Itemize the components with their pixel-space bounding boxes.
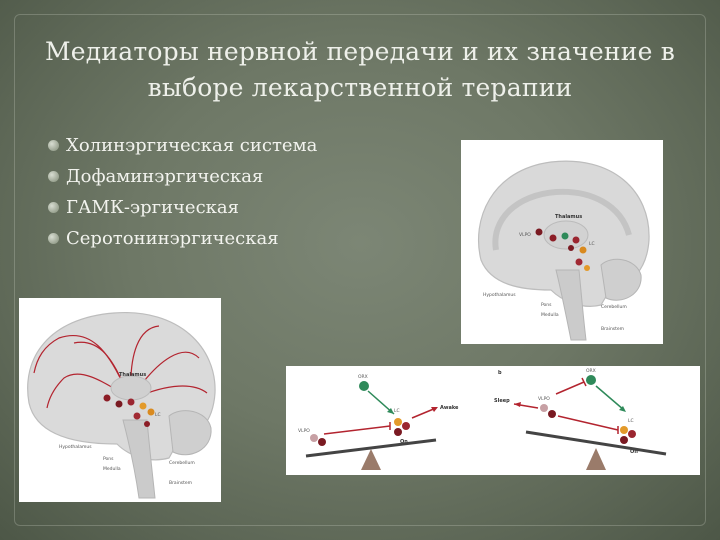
bullet-icon bbox=[48, 202, 59, 213]
seesaw-beam bbox=[525, 430, 667, 456]
brain-pathways-diagram: Thalamus LC Hypothalamus Pons Medulla Ce… bbox=[27, 312, 216, 499]
nucleus-dot bbox=[572, 236, 580, 244]
inhibitory-bar bbox=[581, 377, 587, 387]
label-cerebellum: Cerebellum bbox=[169, 460, 195, 466]
inhibitory-line bbox=[323, 425, 391, 435]
nucleus-dot bbox=[584, 265, 590, 271]
pathway-line bbox=[46, 373, 130, 409]
label-brainstem: Brainstem bbox=[169, 480, 192, 486]
seesaw-beam bbox=[305, 438, 437, 458]
cerebellum-shape bbox=[600, 258, 642, 301]
flip-flop-diagram: ORX LC Awake VLPO On b ORX bbox=[298, 368, 667, 470]
pathway-line bbox=[33, 334, 130, 399]
bullet-icon bbox=[48, 171, 59, 182]
seesaw-fulcrum bbox=[586, 448, 606, 470]
seesaw-fulcrum bbox=[361, 449, 381, 470]
bullet-item: Серотонинэргическая bbox=[48, 223, 428, 254]
panel-b-letter: b bbox=[498, 370, 502, 376]
neuron-dot bbox=[540, 404, 548, 412]
brainstem-shape bbox=[555, 269, 587, 341]
arrow-head bbox=[514, 402, 521, 407]
neuron-dot bbox=[620, 436, 628, 444]
title-line-2: выборе лекарственной терапии bbox=[147, 73, 573, 102]
label-lc: LC bbox=[628, 418, 634, 424]
arrow-head bbox=[431, 407, 438, 412]
orx-neuron bbox=[359, 381, 369, 391]
label-brainstem: Brainstem bbox=[601, 326, 624, 332]
thalamus-shape bbox=[110, 375, 152, 401]
nucleus-dot bbox=[549, 234, 557, 242]
neuron-dot bbox=[394, 428, 402, 436]
label-awake: Awake bbox=[440, 405, 459, 411]
label-vlpo: VLPO bbox=[519, 232, 531, 238]
label-hypothalamus: Hypothalamus bbox=[59, 444, 92, 450]
neuron-dot bbox=[394, 418, 402, 426]
neuron-dot bbox=[402, 422, 410, 430]
bullet-item: ГАМК-эргическая bbox=[48, 192, 428, 223]
awake-arrow bbox=[411, 407, 437, 419]
label-pons: Pons bbox=[103, 456, 114, 462]
inhibitory-line bbox=[555, 381, 585, 395]
nucleus-dot bbox=[127, 398, 135, 406]
label-lc: LC bbox=[589, 241, 595, 247]
label-orx: ORX bbox=[586, 368, 596, 374]
cerebellum-shape bbox=[168, 410, 212, 456]
label-pons: Pons bbox=[541, 302, 552, 308]
label-hypothalamus: Hypothalamus bbox=[483, 292, 516, 298]
bullet-text: Дофаминэргическая bbox=[66, 166, 264, 187]
neuron-dot bbox=[310, 434, 318, 442]
corpus-callosum bbox=[492, 188, 632, 251]
orx-neuron bbox=[586, 375, 596, 385]
slide-title: Медиаторы нервной передачи и их значение… bbox=[30, 34, 690, 106]
bullet-icon bbox=[48, 140, 59, 151]
label-off: Off bbox=[630, 449, 639, 455]
bullet-text: ГАМК-эргическая bbox=[66, 197, 239, 218]
slide-frame bbox=[14, 14, 706, 526]
nucleus-dot bbox=[103, 394, 111, 402]
nucleus-dot bbox=[579, 246, 587, 254]
bullet-icon bbox=[48, 233, 59, 244]
brain-figure-top-right: Thalamus VLPO LC Hypothalamus Pons Medul… bbox=[461, 140, 663, 344]
bullet-text: Серотонинэргическая bbox=[66, 228, 279, 249]
label-lc: LC bbox=[394, 408, 400, 414]
bullet-item: Холинэргическая система bbox=[48, 130, 428, 161]
nucleus-dot bbox=[535, 228, 543, 236]
label-vlpo: VLPO bbox=[538, 396, 550, 402]
nucleus-dot bbox=[115, 400, 123, 408]
nucleus-dot bbox=[133, 412, 141, 420]
arrow-head bbox=[619, 406, 626, 412]
neuron-dot bbox=[628, 430, 636, 438]
bullet-text: Холинэргическая система bbox=[66, 135, 318, 156]
flip-flop-figure: ORX LC Awake VLPO On b ORX bbox=[286, 366, 700, 475]
bullet-item: Дофаминэргическая bbox=[48, 161, 428, 192]
neuron-dot bbox=[620, 426, 628, 434]
neuron-dot bbox=[548, 410, 556, 418]
nucleus-dot bbox=[561, 232, 569, 240]
nucleus-dot bbox=[144, 421, 150, 427]
nucleus-dot bbox=[139, 402, 147, 410]
arrow-head bbox=[387, 408, 394, 414]
nucleus-dot bbox=[147, 408, 155, 416]
brain-diagram: Thalamus VLPO LC Hypothalamus Pons Medul… bbox=[477, 160, 650, 341]
label-thalamus: Thalamus bbox=[119, 372, 146, 378]
excitatory-arrow bbox=[595, 385, 625, 411]
brainstem-shape bbox=[122, 419, 156, 499]
nucleus-dot bbox=[575, 258, 583, 266]
label-sleep: Sleep bbox=[494, 398, 510, 404]
neuron-dot bbox=[318, 438, 326, 446]
bullet-list: Холинэргическая система Дофаминэргическа… bbox=[48, 130, 428, 254]
label-medulla: Medulla bbox=[103, 466, 121, 472]
title-line-1: Медиаторы нервной передачи и их значение… bbox=[44, 37, 676, 66]
label-thalamus: Thalamus bbox=[555, 214, 582, 220]
label-vlpo: VLPO bbox=[298, 428, 310, 434]
nucleus-dot bbox=[568, 245, 574, 251]
label-orx: ORX bbox=[358, 374, 368, 380]
label-lc: LC bbox=[155, 412, 161, 418]
label-cerebellum: Cerebellum bbox=[601, 304, 627, 310]
brain-figure-left: Thalamus LC Hypothalamus Pons Medulla Ce… bbox=[19, 298, 221, 502]
label-medulla: Medulla bbox=[541, 312, 559, 318]
label-on: On bbox=[400, 439, 408, 445]
inhibitory-line bbox=[557, 415, 619, 431]
